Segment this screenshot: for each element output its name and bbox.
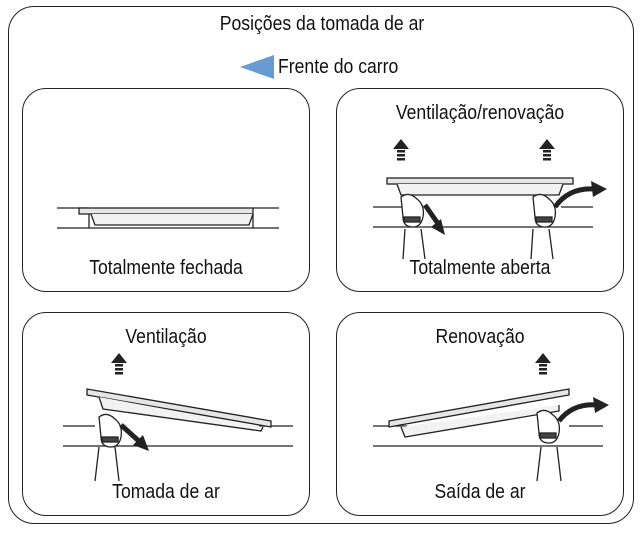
closed-vent-illustration bbox=[57, 207, 279, 229]
diagram-frame bbox=[8, 6, 634, 524]
airflow-down-arrow bbox=[422, 203, 442, 227]
airflow-in-arrow bbox=[119, 423, 143, 445]
panel-bottom-label: Totalmente fechada bbox=[89, 257, 243, 279]
panel-top-label: Renovação bbox=[435, 326, 525, 348]
airflow-up-icon bbox=[111, 353, 127, 375]
airflow-out-arrow bbox=[557, 402, 598, 423]
front-label: Frente do carro bbox=[278, 55, 399, 78]
panel-renovation: Renovação Saída de ar bbox=[336, 312, 624, 516]
panel-fully-closed: Totalmente fechada bbox=[22, 88, 310, 292]
panel-bottom-label: Totalmente aberta bbox=[409, 257, 551, 279]
hand-icon bbox=[94, 413, 123, 482]
front-arrow-icon bbox=[240, 55, 274, 79]
panel-fully-open: Ventilação/renovação bbox=[336, 88, 624, 292]
airflow-up-icon bbox=[393, 139, 409, 161]
open-vent-illustration bbox=[373, 139, 607, 260]
panel-bottom-label: Saída de ar bbox=[434, 481, 526, 503]
hand-icon bbox=[400, 193, 426, 260]
hand-icon bbox=[530, 193, 557, 260]
exhaust-vent-illustration bbox=[373, 353, 609, 482]
panel-top-label: Ventilação bbox=[125, 326, 207, 348]
hand-icon bbox=[536, 409, 562, 482]
panel-bottom-label: Tomada de ar bbox=[112, 481, 220, 503]
car-front-indicator: Frente do carro bbox=[240, 54, 415, 80]
airflow-out-arrow bbox=[552, 186, 596, 209]
diagram-title: Posições da tomada de ar bbox=[219, 13, 425, 35]
intake-vent-illustration bbox=[63, 353, 293, 482]
airflow-up-icon bbox=[535, 353, 551, 375]
panel-top-label: Ventilação/renovação bbox=[395, 102, 565, 124]
panel-ventilation: Ventilação Tomada de ar bbox=[22, 312, 310, 516]
airflow-up-icon bbox=[539, 139, 555, 161]
